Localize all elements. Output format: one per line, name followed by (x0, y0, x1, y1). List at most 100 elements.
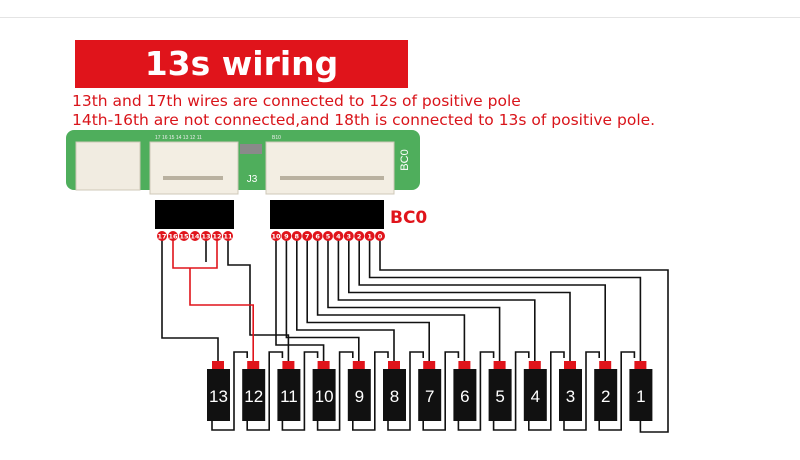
wire-pin-6 (316, 240, 466, 362)
cell-4-label: 4 (531, 387, 540, 406)
pin-8-label: 8 (295, 233, 300, 241)
cell-12-label: 12 (244, 387, 263, 406)
pin-0-circle (375, 231, 385, 241)
series-link (351, 351, 389, 431)
cell-12 (242, 369, 266, 421)
cell-9-terminal (352, 361, 365, 370)
series-link (492, 351, 530, 431)
cell-3-terminal (564, 361, 576, 370)
pin-2-circle (354, 231, 365, 241)
silk-left: 17 16 15 14 13 12 11 (155, 135, 202, 141)
pin-16-circle (168, 231, 178, 241)
wire-pin-5 (327, 240, 501, 362)
pin-2-label: 2 (357, 233, 362, 241)
wire-pin-9 (285, 240, 360, 362)
cell-9-label: 9 (355, 387, 364, 406)
wire-red-to-cell-12 (189, 268, 254, 362)
pin-12-label: 12 (212, 233, 221, 241)
wire-pin-8 (295, 240, 395, 362)
pin-0-label: 0 (378, 233, 383, 241)
cell-5 (488, 369, 512, 421)
pin-3-label: 3 (347, 233, 352, 241)
cell-7-label: 7 (425, 387, 434, 406)
wire-pin-11 (227, 240, 290, 362)
series-link (527, 351, 565, 431)
series-link (246, 351, 284, 431)
cell-13-label: 13 (209, 387, 228, 406)
cell-8 (383, 369, 406, 421)
j3-label: J3 (247, 174, 258, 185)
pin-13-label: 13 (201, 233, 210, 241)
pin-11-circle (223, 231, 233, 241)
header-left (155, 200, 234, 229)
cell-8-terminal (388, 361, 400, 370)
cell-5-label: 5 (495, 387, 504, 406)
page-title: 13s wiring method (75, 40, 408, 88)
pin-12-circle (212, 231, 222, 241)
header-right (270, 200, 384, 229)
series-link (281, 351, 319, 431)
pin-4-label: 4 (336, 233, 341, 241)
cell-6 (453, 369, 477, 421)
wire-pin-17 (161, 240, 219, 362)
cell-11-label: 11 (280, 387, 298, 406)
cell-13-terminal (212, 361, 224, 370)
smd-components (240, 144, 262, 154)
cell-10 (312, 369, 336, 421)
pin-8-circle (291, 231, 302, 241)
cell-3-label: 3 (566, 387, 575, 406)
wire-pin-0 (379, 240, 669, 433)
wire-pin-2 (358, 240, 607, 362)
cell-1 (629, 369, 653, 421)
cell-2-label: 2 (601, 387, 610, 406)
cell-2 (594, 369, 618, 421)
cell-12-terminal (247, 361, 260, 370)
cell-11 (277, 369, 301, 421)
pin-7-label: 7 (305, 233, 310, 241)
cell-1-terminal (634, 361, 647, 370)
header-bc0-label: BC0 (390, 208, 427, 228)
connector-left-slot (163, 176, 223, 180)
pin-14-circle (190, 231, 200, 241)
pin-1-label: 1 (367, 233, 372, 241)
cell-6-label: 6 (460, 387, 469, 406)
note-line-1: 13th and 17th wires are connected to 12s… (72, 92, 521, 110)
pin-3-circle (343, 231, 354, 241)
series-link (422, 351, 460, 431)
pin-5-circle (323, 231, 333, 241)
cell-6-terminal (458, 361, 471, 370)
cell-13 (207, 369, 230, 421)
cell-9 (347, 369, 371, 421)
pin-17-circle (157, 231, 167, 241)
note-line-2: 14th-16th are not connected,and 18th is … (72, 111, 656, 129)
cell-1-label: 1 (636, 387, 645, 406)
cell-7-terminal (423, 361, 436, 370)
pin-10-circle (271, 231, 281, 241)
board-bc0-label: BC0 (399, 149, 411, 170)
cell-4 (523, 369, 547, 421)
connector-left (149, 141, 239, 195)
pin-4-circle (333, 231, 344, 241)
wire-pin-10 (275, 240, 325, 362)
pin-13-circle (201, 231, 211, 241)
pin-1-circle (364, 231, 375, 241)
silk-right: B10 (272, 135, 281, 141)
pin-10-label: 10 (271, 233, 281, 241)
pin-15-circle (179, 231, 189, 241)
series-link (457, 351, 495, 431)
series-link (387, 351, 425, 431)
pin-17-label: 17 (157, 233, 166, 241)
wire-pin-4 (337, 240, 536, 362)
cell-7 (418, 369, 442, 421)
cell-2-terminal (599, 361, 612, 370)
wire-pin-16-12 (172, 240, 218, 269)
series-link (316, 351, 354, 431)
series-link (563, 351, 601, 431)
series-link (598, 351, 636, 431)
pin-5-label: 5 (326, 233, 331, 241)
pin-6-circle (312, 231, 323, 241)
pin-15-label: 15 (179, 233, 189, 241)
cell-3 (559, 369, 582, 421)
pin-6-label: 6 (315, 233, 320, 241)
